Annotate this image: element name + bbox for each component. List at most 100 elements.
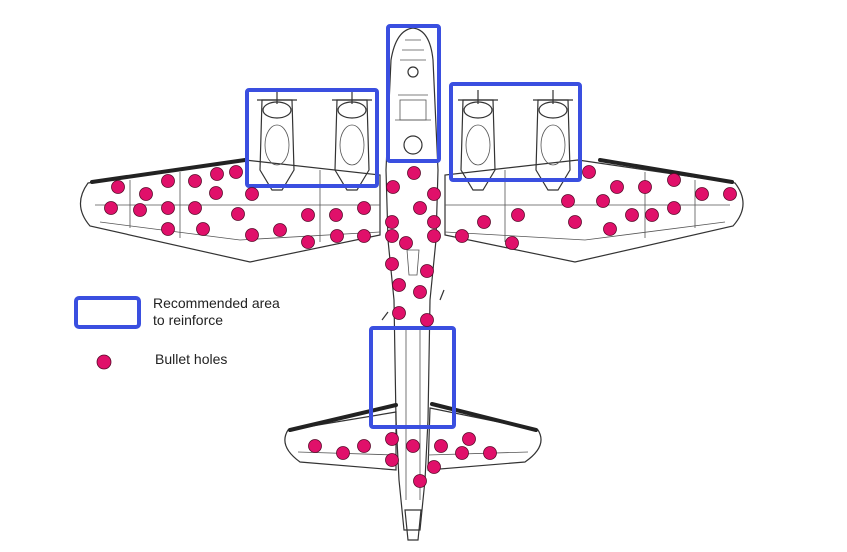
fuselage bbox=[381, 27, 445, 541]
bullet-hole bbox=[427, 460, 441, 474]
bullet-hole bbox=[603, 222, 617, 236]
left-wing-leading-edge bbox=[90, 158, 247, 184]
bullet-hole bbox=[357, 229, 371, 243]
bullet-hole bbox=[434, 439, 448, 453]
engine-left-outer bbox=[257, 90, 297, 191]
bullet-hole bbox=[477, 215, 491, 229]
reinforce-areas bbox=[245, 24, 582, 429]
bullet-hole bbox=[386, 180, 400, 194]
bullet-hole bbox=[273, 223, 287, 237]
legend-reinforce-label-line1: Recommended area bbox=[153, 295, 280, 311]
top-turret bbox=[403, 135, 423, 155]
legend bbox=[74, 296, 141, 370]
bullet-hole bbox=[161, 174, 175, 188]
bullet-holes bbox=[104, 165, 737, 488]
bullet-hole bbox=[392, 278, 406, 292]
bullet-hole bbox=[188, 174, 202, 188]
reinforce-box-right-engines bbox=[449, 82, 582, 182]
bullet-hole bbox=[301, 235, 315, 249]
bullet-hole bbox=[667, 173, 681, 187]
ball-turret bbox=[406, 249, 420, 276]
bullet-hole bbox=[308, 439, 322, 453]
bullet-hole bbox=[483, 446, 497, 460]
legend-bullet-label: Bullet holes bbox=[155, 351, 228, 367]
bullet-hole bbox=[161, 222, 175, 236]
engine-right-outer bbox=[533, 90, 573, 191]
bullet-hole bbox=[695, 187, 709, 201]
waist-guns bbox=[381, 289, 445, 321]
reinforce-box-tail bbox=[369, 326, 456, 429]
bullet-hole bbox=[407, 166, 421, 180]
bullet-hole bbox=[505, 236, 519, 250]
legend-reinforce-label-line2: to reinforce bbox=[153, 312, 224, 328]
reinforce-box-left-engines bbox=[245, 88, 379, 188]
bullet-hole bbox=[330, 229, 344, 243]
fuselage-stringers bbox=[405, 330, 421, 500]
right-stabilizer bbox=[427, 407, 542, 471]
bullet-hole bbox=[161, 201, 175, 215]
bullet-hole bbox=[104, 201, 118, 215]
right-wing-leading-edge bbox=[598, 158, 734, 184]
bullet-hole bbox=[385, 257, 399, 271]
legend-bullet-swatch bbox=[96, 354, 112, 370]
bullet-hole bbox=[667, 201, 681, 215]
bullet-hole bbox=[511, 208, 525, 222]
bullet-hole bbox=[399, 236, 413, 250]
right-stabilizer-leading-edge bbox=[430, 402, 538, 432]
fuselage-outline bbox=[385, 27, 439, 531]
bullet-hole bbox=[329, 208, 343, 222]
bullet-hole bbox=[420, 264, 434, 278]
bullet-hole bbox=[638, 180, 652, 194]
cockpit-window bbox=[399, 99, 427, 121]
bullet-hole bbox=[413, 474, 427, 488]
bullet-hole bbox=[385, 229, 399, 243]
bullet-hole bbox=[413, 285, 427, 299]
bullet-hole bbox=[245, 228, 259, 242]
left-stabilizer bbox=[284, 411, 397, 471]
left-wing-ribs bbox=[129, 170, 321, 242]
bullet-hole bbox=[645, 208, 659, 222]
bullet-hole bbox=[139, 187, 153, 201]
bullet-hole bbox=[231, 207, 245, 221]
bullet-hole bbox=[357, 201, 371, 215]
bullet-hole bbox=[196, 222, 210, 236]
bullet-hole bbox=[455, 229, 469, 243]
bullet-hole bbox=[301, 208, 315, 222]
bullet-hole bbox=[111, 180, 125, 194]
bullet-hole bbox=[596, 194, 610, 208]
fuselage-frames bbox=[393, 59, 433, 161]
bullet-hole bbox=[427, 229, 441, 243]
bullet-hole bbox=[245, 187, 259, 201]
right-wing-flap-line bbox=[444, 221, 726, 241]
bullet-hole bbox=[229, 165, 243, 179]
bullet-hole bbox=[385, 432, 399, 446]
bullet-hole bbox=[210, 167, 224, 181]
bullet-hole bbox=[392, 306, 406, 320]
engine-right-inner bbox=[458, 90, 498, 191]
bullet-hole bbox=[385, 215, 399, 229]
main-wing bbox=[79, 158, 744, 263]
reinforce-box-cockpit bbox=[386, 24, 441, 163]
bullet-hole bbox=[455, 446, 469, 460]
bullet-hole bbox=[582, 165, 596, 179]
bullet-hole bbox=[209, 186, 223, 200]
nose-glazing bbox=[402, 39, 424, 51]
engine-left-inner bbox=[332, 90, 372, 191]
bullet-hole bbox=[610, 180, 624, 194]
left-stabilizer-leading-edge bbox=[288, 403, 398, 432]
legend-reinforce-swatch bbox=[74, 296, 141, 329]
bullet-hole bbox=[568, 215, 582, 229]
bullet-hole bbox=[427, 215, 441, 229]
bullet-hole bbox=[625, 208, 639, 222]
bullet-hole bbox=[413, 201, 427, 215]
bullet-hole bbox=[462, 432, 476, 446]
bullet-hole bbox=[420, 313, 434, 327]
bullet-hole bbox=[188, 201, 202, 215]
nose-turret bbox=[407, 66, 419, 78]
bullet-hole bbox=[406, 439, 420, 453]
bullet-hole bbox=[336, 446, 350, 460]
bullet-hole bbox=[385, 453, 399, 467]
engines bbox=[257, 90, 573, 191]
tail-stabilizer bbox=[284, 402, 542, 471]
